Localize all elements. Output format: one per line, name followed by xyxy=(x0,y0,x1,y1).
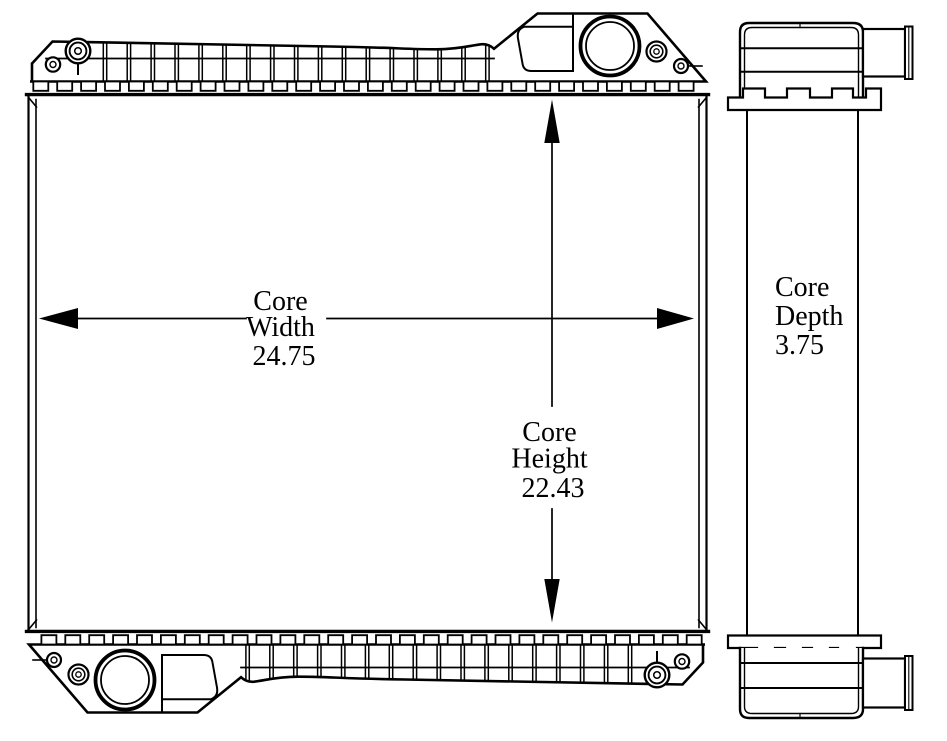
side-bottom-pipe xyxy=(861,657,907,709)
drawing-lines: Core Width 24.75 Core Height 22.43 Core … xyxy=(27,14,914,720)
core-height-label: Core Height 22.43 xyxy=(511,417,594,504)
side-top-tank-outer xyxy=(738,21,865,99)
side-top-gasket-flange xyxy=(726,87,883,112)
side-bottom-tank-inner xyxy=(743,647,860,715)
core-height-arrowhead-top xyxy=(544,99,560,143)
side-bottom-tank-outer xyxy=(738,646,865,720)
core-height-value: 22.43 xyxy=(522,473,585,504)
core-side-edges xyxy=(27,94,708,633)
core-height-arrowhead-bottom xyxy=(544,579,560,623)
core-width-label-line1: Core xyxy=(253,286,307,317)
side-top-pipe xyxy=(861,27,907,78)
core-width-label: Core Width 24.75 xyxy=(246,286,322,372)
dimension-labels: Core Width 24.75 Core Height 22.43 Core … xyxy=(246,272,850,504)
core-corner-joints xyxy=(27,96,708,631)
side-bottom-tank-ribs xyxy=(739,662,864,689)
core-depth-label-line1: Core xyxy=(775,272,829,303)
core-width-arrowhead-right xyxy=(657,308,694,329)
side-top-tank-inner xyxy=(743,26,860,98)
core-height-dimension xyxy=(544,99,560,623)
core-width-value: 24.75 xyxy=(253,341,316,372)
core-height-label-line2: Height xyxy=(511,444,587,475)
core-width-arrowhead-left xyxy=(39,308,78,329)
dimension-annotations: Core Width 24.75 Core Height 22.43 Core … xyxy=(39,99,850,623)
front-view xyxy=(27,14,709,713)
core-height-label-line1: Core xyxy=(522,417,576,448)
core-depth-label-line2: Depth xyxy=(775,301,843,332)
side-top-tank-ribs xyxy=(739,47,864,73)
core-width-dimension xyxy=(39,308,694,329)
core-depth-value: 3.75 xyxy=(775,330,824,361)
side-view xyxy=(726,21,914,720)
core-width-label-line2: Width xyxy=(246,312,315,343)
core-depth-label: Core Depth 3.75 xyxy=(775,272,850,361)
